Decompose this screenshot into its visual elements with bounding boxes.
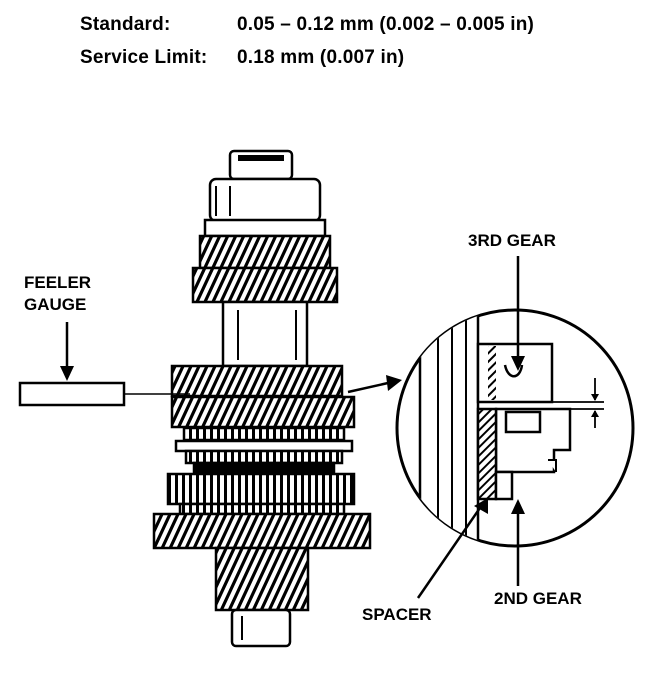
second-gear: [170, 395, 356, 429]
lower-gear-1: [166, 472, 356, 506]
top-bearing: [208, 177, 322, 223]
shaft-end: [230, 608, 292, 648]
lower-shaft: [214, 546, 310, 612]
feeler-label-line2: GAUGE: [24, 295, 87, 314]
clearance-indicator: [552, 378, 604, 428]
spec-standard-value: 0.05 – 0.12 mm (0.002 – 0.005 in): [237, 14, 535, 35]
upper-gear-1: [198, 234, 332, 270]
feeler-label-line1: FEELER: [24, 273, 92, 292]
spacer-label: SPACER: [362, 605, 432, 624]
second-gear-label: 2ND GEAR: [494, 589, 582, 608]
spec-standard-row: Standard: 0.05 – 0.12 mm (0.002 – 0.005 …: [0, 14, 672, 40]
feeler-gauge: [18, 381, 126, 407]
upper-gear-2: [191, 266, 339, 304]
spec-limit-row: Service Limit: 0.18 mm (0.007 in): [0, 47, 672, 73]
lower-gear-2: [152, 512, 372, 550]
spec-limit-label: Service Limit:: [80, 47, 208, 68]
third-gear-label: 3RD GEAR: [468, 231, 556, 250]
shaft-body: [221, 300, 309, 368]
third-gear: [170, 364, 344, 398]
spec-standard-label: Standard:: [80, 14, 171, 35]
feeler-gauge-label: FEELER GAUGE: [24, 272, 91, 316]
spacer-detail: [476, 407, 498, 501]
spec-limit-value: 0.18 mm (0.007 in): [237, 47, 405, 68]
